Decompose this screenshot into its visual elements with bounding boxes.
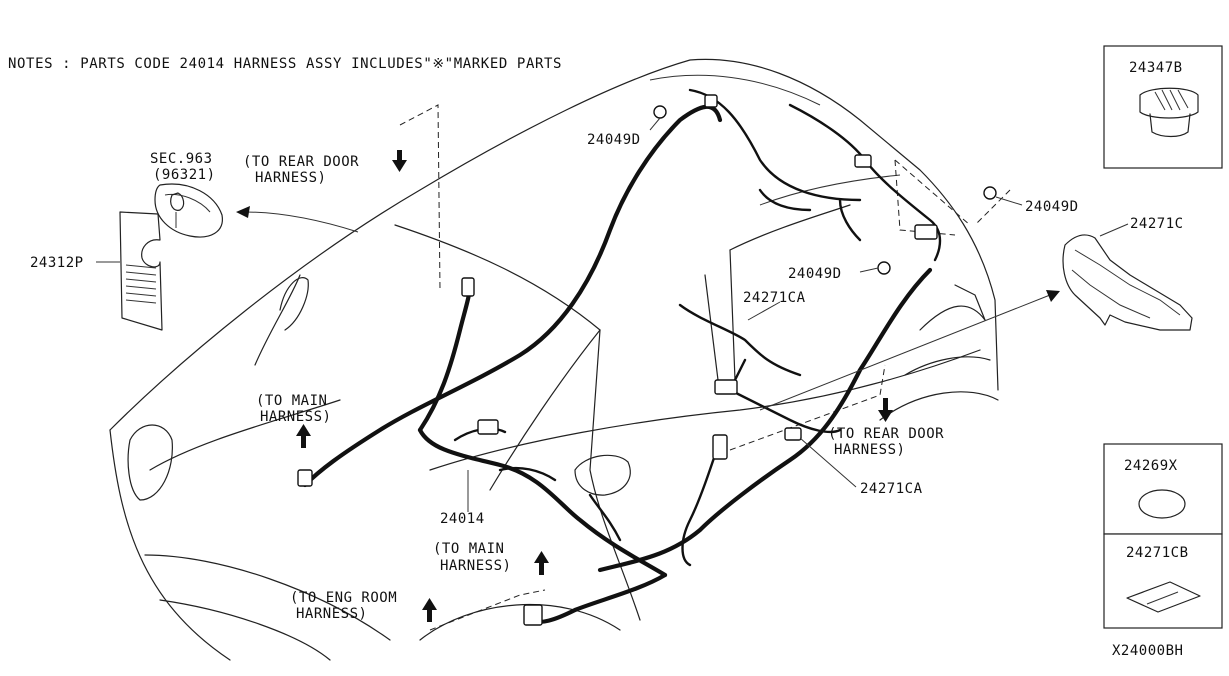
seal-24269x-icon	[1138, 489, 1186, 519]
arrow-head-mirror	[236, 206, 250, 218]
guide-lines	[399, 104, 1011, 631]
label-sec963: SEC.963	[150, 151, 213, 167]
arrow-up-main-2	[534, 551, 549, 563]
grommet-24347b-icon	[1139, 87, 1199, 138]
label-24271ca-a: 24271CA	[743, 290, 806, 306]
label-sec963-sub: (96321)	[153, 167, 216, 183]
label-24049d-b: 24049D	[1025, 199, 1079, 215]
connector-dash-top	[461, 277, 475, 297]
label-to-eng-room-b: HARNESS)	[296, 606, 367, 622]
clip-24049d-c	[877, 261, 891, 275]
arrow-down-rear-door-2	[878, 410, 893, 422]
connector-center	[477, 419, 499, 435]
figure-code: X24000BH	[1112, 643, 1183, 659]
clip-24049d-a	[653, 105, 667, 119]
connectors	[297, 94, 997, 626]
arrow-head-24271c	[1046, 290, 1060, 302]
arrow-down-rear-door-1	[392, 160, 407, 172]
arrows	[236, 150, 1060, 622]
wiring-harness	[302, 88, 942, 625]
connector-kick-panel	[523, 604, 543, 626]
label-to-eng-room: (TO ENG ROOM	[290, 590, 397, 606]
label-24312p: 24312P	[30, 255, 84, 271]
label-to-main-2: (TO MAIN	[433, 541, 504, 557]
label-to-main-1b: HARNESS)	[260, 409, 331, 425]
label-to-main-2b: HARNESS)	[440, 558, 511, 574]
label-24049d-c: 24049D	[788, 266, 842, 282]
connector-door-b	[784, 427, 802, 441]
connector-front-left	[297, 469, 313, 487]
connector-roof-rear	[854, 154, 872, 168]
connector-door-a	[714, 379, 738, 395]
arrow-up-eng-room	[422, 598, 437, 610]
label-24271ca-b: 24271CA	[860, 481, 923, 497]
connector-rear-hatch	[914, 224, 938, 240]
hang-tag-24312p	[119, 211, 163, 331]
car-body-outline	[109, 58, 999, 661]
panel-24271cb-label: 24271CB	[1126, 545, 1189, 561]
panel-24347b: 24347B	[1103, 45, 1223, 169]
label-to-rear-door-1b: HARNESS)	[255, 170, 326, 186]
labels: SEC.963 (96321) (TO REAR DOOR HARNESS) 2…	[30, 132, 1184, 622]
panel-24347b-label: 24347B	[1129, 60, 1183, 76]
rearview-mirror	[154, 183, 223, 238]
connector-roof-front	[704, 94, 718, 108]
notes-text: NOTES : PARTS CODE 24014 HARNESS ASSY IN…	[8, 56, 562, 72]
leader-lines	[96, 117, 1129, 512]
label-24049d-a: 24049D	[587, 132, 641, 148]
part-24271c-protector	[1062, 234, 1193, 331]
label-to-main-1: (TO MAIN	[256, 393, 327, 409]
arrow-up-main-1	[296, 424, 311, 436]
clip-24049d-b	[983, 186, 997, 200]
connector-door-lower	[712, 434, 728, 460]
tape-24271cb-icon	[1126, 581, 1201, 613]
panel-24269x: 24269X	[1103, 443, 1223, 535]
panel-24269x-label: 24269X	[1124, 458, 1178, 474]
label-to-rear-door-1: (TO REAR DOOR	[243, 154, 359, 170]
label-to-rear-door-2b: HARNESS)	[834, 442, 905, 458]
panel-24271cb: 24271CB	[1103, 533, 1223, 629]
label-24271c: 24271C	[1130, 216, 1184, 232]
label-to-rear-door-2: (TO REAR DOOR	[828, 426, 944, 442]
label-24014: 24014	[440, 511, 485, 527]
